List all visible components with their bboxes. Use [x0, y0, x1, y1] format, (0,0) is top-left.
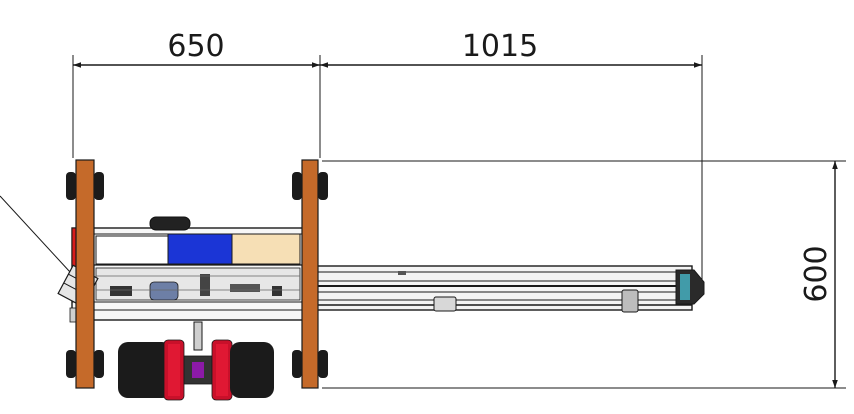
- blue-component: [167, 233, 233, 265]
- dimension-label-vertical: 600: [799, 245, 834, 302]
- dimension-label-left: 650: [167, 29, 224, 64]
- rail-arm: [299, 265, 705, 313]
- machine-assembly: [57, 159, 705, 401]
- beige-component: [231, 233, 301, 265]
- wheel-assembly-right: [292, 159, 328, 389]
- dimension-annotations: 650 1015 600: [0, 29, 846, 389]
- frame-body: [69, 215, 313, 323]
- wheel-assembly-left: [66, 159, 104, 389]
- dimension-label-right: 1015: [462, 29, 538, 64]
- roller-assembly: [118, 321, 274, 401]
- leader-line: [0, 195, 71, 273]
